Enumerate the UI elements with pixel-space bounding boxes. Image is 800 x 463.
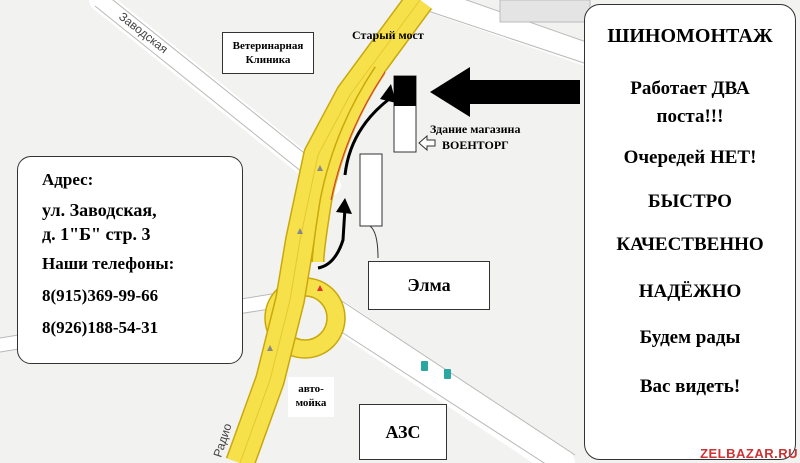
tire-service-marker xyxy=(394,76,416,106)
car-wash-box: авто- мойка xyxy=(288,377,334,417)
promo-panel: ШИНОМОНТАЖ Работает ДВА поста!!! Очереде… xyxy=(584,4,796,460)
address-street: ул. Заводская, xyxy=(42,200,157,220)
promo-line-3: Очередей НЕТ! xyxy=(623,147,757,168)
street-zavodskaya xyxy=(89,0,341,196)
address-panel: Адрес: ул. Заводская, д. 1"Б" стр. 3 Наш… xyxy=(17,156,243,364)
top-block xyxy=(499,0,591,23)
promo-line-5: КАЧЕСТВЕННО xyxy=(616,234,764,255)
main-road xyxy=(225,0,433,463)
phone-2[interactable]: 8(926)188-54-31 xyxy=(42,318,159,337)
route-arrows xyxy=(317,98,389,270)
small-pointer-arrow xyxy=(418,134,436,152)
vet-clinic-line-2: Клиника xyxy=(245,54,291,66)
car-wash-line-1: авто- xyxy=(298,383,324,395)
promo-line-6: НАДЁЖНО xyxy=(638,281,742,302)
phones-heading: Наши телефоны: xyxy=(42,254,175,273)
phone-1[interactable]: 8(915)369-99-66 xyxy=(42,286,159,305)
vet-clinic-line-1: Ветеринарная xyxy=(232,40,304,52)
big-pointer-arrow xyxy=(430,67,580,117)
promo-line-8: Вас видеть! xyxy=(639,376,741,397)
lane-arrows xyxy=(267,165,323,351)
promo-line-7: Будем рады xyxy=(639,327,741,348)
promo-line-2: поста!!! xyxy=(656,106,724,127)
gas-station-label: АЗС xyxy=(385,422,421,442)
promo-line-4: БЫСТРО xyxy=(648,191,732,212)
building-elma-side xyxy=(359,153,383,227)
car-wash-line-2: мойка xyxy=(295,397,327,409)
elma-box: Элма xyxy=(368,261,490,310)
address-building: д. 1"Б" стр. 3 xyxy=(42,224,151,244)
street-north xyxy=(418,0,602,67)
address-heading: Адрес: xyxy=(42,170,94,189)
vet-clinic-box: Ветеринарная Клиника xyxy=(222,32,314,74)
promo-line-1: Работает ДВА xyxy=(630,78,750,99)
gas-station-box: АЗС xyxy=(359,404,447,460)
old-bridge-label: Старый мост xyxy=(352,28,424,42)
voentorg-label-line-2: ВОЕНТОРГ xyxy=(442,138,509,152)
watermark: ZELBAZAR.RU xyxy=(700,446,798,461)
voentorg-label-line-1: Здание магазина xyxy=(430,122,521,136)
elma-label: Элма xyxy=(407,275,451,295)
promo-title: ШИНОМОНТАЖ xyxy=(607,25,773,47)
bus-stop-icons xyxy=(421,361,451,379)
